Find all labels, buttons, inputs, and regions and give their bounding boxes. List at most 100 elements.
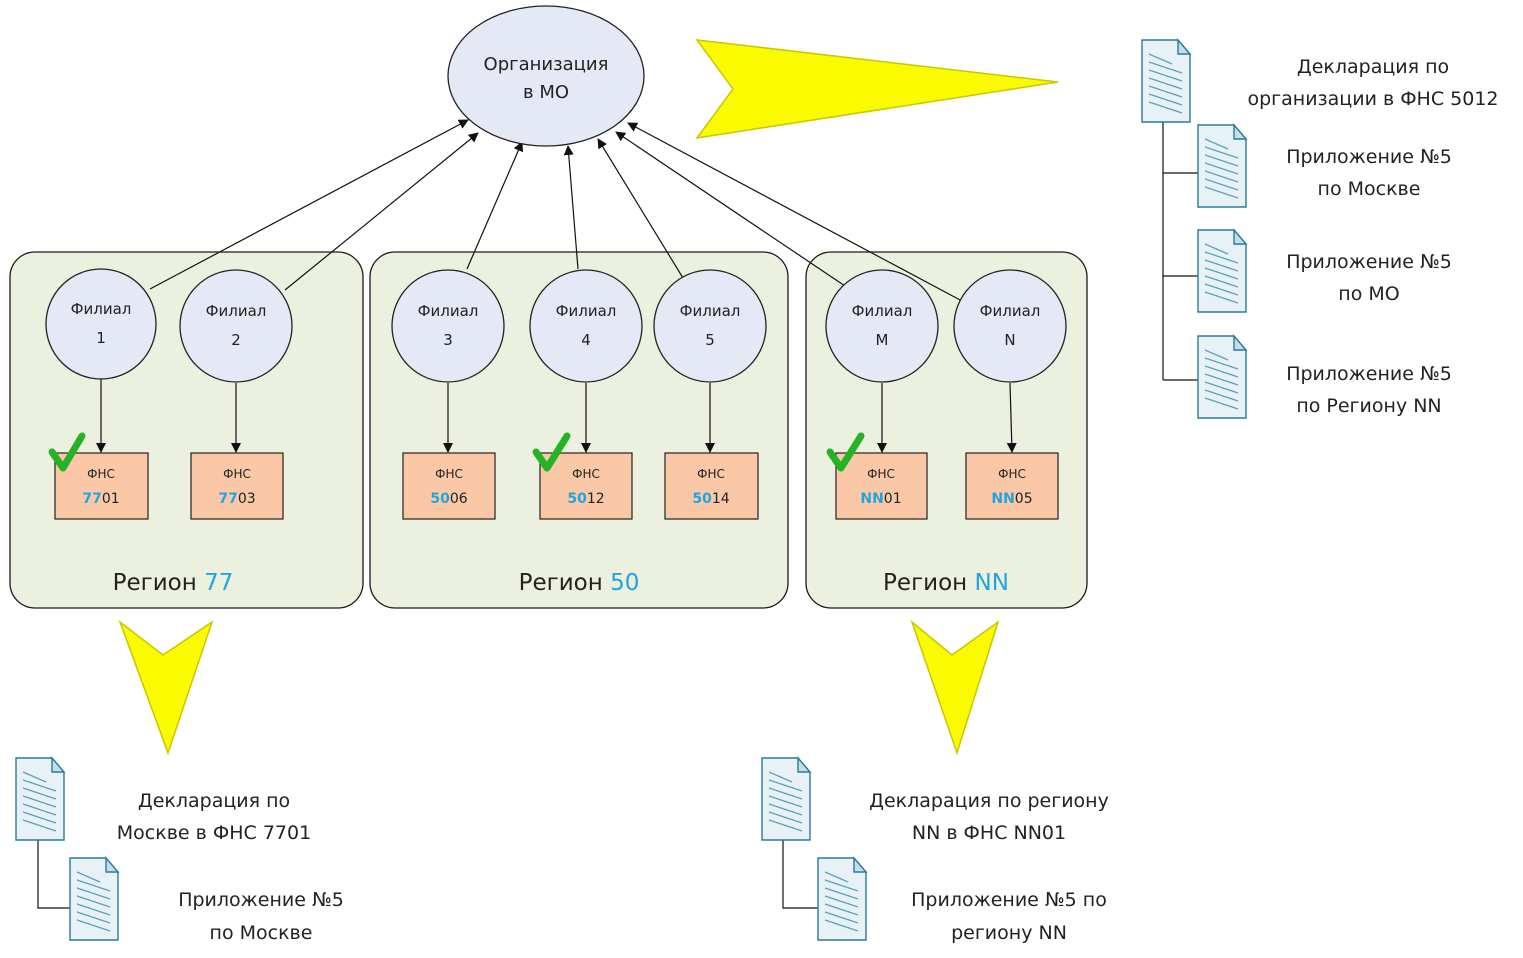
fns-nn05-prefix: NN <box>991 491 1014 507</box>
checkmark-icon-5012 <box>532 432 571 472</box>
fns-nn01-prefix: NN <box>860 491 883 507</box>
nn-docs-tree <box>782 838 818 909</box>
org-appendix-moscow-line1: Приложение №5 <box>1286 146 1452 168</box>
org-docs-tree <box>1162 122 1200 381</box>
region-77-caption: Регион 77 <box>113 570 234 596</box>
org-appendix-nn-line1: Приложение №5 <box>1286 363 1452 385</box>
branch-5-id: 5 <box>705 331 715 349</box>
region-nn-word: Регион <box>883 570 967 596</box>
region-77-code: 77 <box>204 570 233 596</box>
org-declaration-line1: Декларация по <box>1297 56 1449 78</box>
document-icon-nn-declaration <box>761 757 811 841</box>
fns-5012-suffix: 12 <box>587 491 605 507</box>
branch-1-id: 1 <box>96 329 106 347</box>
branch-1-label: Филиал <box>71 300 132 318</box>
fns-5012-box <box>539 452 633 520</box>
fns-nn05-suffix: 05 <box>1015 491 1033 507</box>
fns-7703-label: ФНС <box>223 467 251 481</box>
branch-4-id: 4 <box>581 331 591 349</box>
fns-7701-suffix: 01 <box>102 491 120 507</box>
organization-node <box>447 5 645 147</box>
branch-4-label: Филиал <box>556 302 617 320</box>
fns-5012-code: 5012 <box>567 491 604 507</box>
fns-5014-prefix: 50 <box>692 491 712 507</box>
org-appendix-nn-line2: по Региону NN <box>1296 395 1441 417</box>
document-icon-moscow-declaration <box>15 757 65 841</box>
fns-5014-suffix: 14 <box>712 491 730 507</box>
moscow-declaration-line2: Москве в ФНС 7701 <box>117 822 311 844</box>
branch-5-label: Филиал <box>680 302 741 320</box>
branch-2-node <box>179 269 293 383</box>
fns-5006-prefix: 50 <box>430 491 450 507</box>
branch-n-node <box>953 269 1067 383</box>
branch-5-node <box>653 269 767 383</box>
big-arrow-right-icon <box>695 39 1059 140</box>
fns-7701-prefix: 77 <box>82 491 101 507</box>
branch-3-label: Филиал <box>418 302 479 320</box>
branch-2-id: 2 <box>231 331 241 349</box>
nn-declaration-line1: Декларация по региону <box>869 790 1109 812</box>
region-77-word: Регион <box>113 570 197 596</box>
edges-to-tax-offices <box>96 379 1017 453</box>
branch-m-label: Филиал <box>852 302 913 320</box>
branch-m-id: M <box>876 331 889 349</box>
document-icon-org-declaration <box>1141 39 1191 123</box>
fns-nn01-suffix: 01 <box>884 491 902 507</box>
fns-nn05-box <box>965 452 1059 520</box>
organization-line2: в МО <box>523 82 569 103</box>
region-nn-code: NN <box>975 570 1009 596</box>
big-arrow-down-nn-icon <box>910 619 1000 756</box>
org-appendix-mo-line1: Приложение №5 <box>1286 251 1452 273</box>
branch-n-label: Филиал <box>980 302 1041 320</box>
moscow-docs-tree <box>37 838 72 909</box>
fns-7701-box <box>54 452 149 520</box>
branch-n-id: N <box>1004 331 1015 349</box>
moscow-declaration-line1: Декларация по <box>138 790 290 812</box>
document-icon-moscow-appendix <box>69 857 119 941</box>
nn-appendix-line2: региону NN <box>951 922 1067 944</box>
edges-to-organization <box>149 119 963 302</box>
fns-nn01-label: ФНС <box>867 467 895 481</box>
organization-line1: Организация <box>484 54 609 75</box>
document-icon-nn-appendix <box>817 857 867 941</box>
branch-3-node <box>391 269 505 383</box>
fns-5014-code: 5014 <box>692 491 729 507</box>
fns-5006-box <box>402 452 496 520</box>
document-icon-org-appendix-mo <box>1197 229 1247 313</box>
fns-nn05-label: ФНС <box>998 467 1026 481</box>
fns-7703-code: 7703 <box>218 491 255 507</box>
branch-3-id: 3 <box>443 331 453 349</box>
branch-4-node <box>529 269 643 383</box>
branch-1-node <box>45 268 157 380</box>
region-nn-caption: Регион NN <box>883 570 1009 596</box>
fns-nn05-code: NN05 <box>991 491 1032 507</box>
nn-declaration-line2: NN в ФНС NN01 <box>912 822 1066 844</box>
region-50-code: 50 <box>610 570 639 596</box>
fns-7703-prefix: 77 <box>218 491 237 507</box>
checkmark-icon-7701 <box>48 432 86 472</box>
fns-5012-label: ФНС <box>572 467 600 481</box>
fns-5012-prefix: 50 <box>567 491 587 507</box>
fns-7701-label: ФНС <box>87 467 115 481</box>
moscow-appendix-line2: по Москве <box>210 922 313 944</box>
fns-7701-code: 7701 <box>82 491 119 507</box>
fns-5006-code: 5006 <box>430 491 467 507</box>
moscow-appendix-line1: Приложение №5 <box>178 889 344 911</box>
fns-7703-box <box>190 452 284 520</box>
fns-5014-label: ФНС <box>697 467 725 481</box>
fns-7703-suffix: 03 <box>238 491 256 507</box>
org-declaration-line2: организации в ФНС 5012 <box>1247 88 1498 110</box>
checkmark-icon-nn01 <box>826 432 865 472</box>
region-50-word: Регион <box>519 570 603 596</box>
fns-5014-box <box>664 452 759 520</box>
branch-2-label: Филиал <box>206 302 267 320</box>
org-appendix-mo-line2: по МО <box>1338 283 1399 305</box>
branch-m-node <box>825 269 939 383</box>
big-arrow-down-moscow-icon <box>118 619 214 756</box>
nn-appendix-line1: Приложение №5 по <box>911 889 1107 911</box>
fns-nn01-code: NN01 <box>860 491 901 507</box>
fns-5006-label: ФНС <box>435 467 463 481</box>
fns-nn01-box <box>835 452 928 520</box>
document-icon-org-appendix-nn <box>1197 335 1247 419</box>
region-50-caption: Регион 50 <box>519 570 640 596</box>
